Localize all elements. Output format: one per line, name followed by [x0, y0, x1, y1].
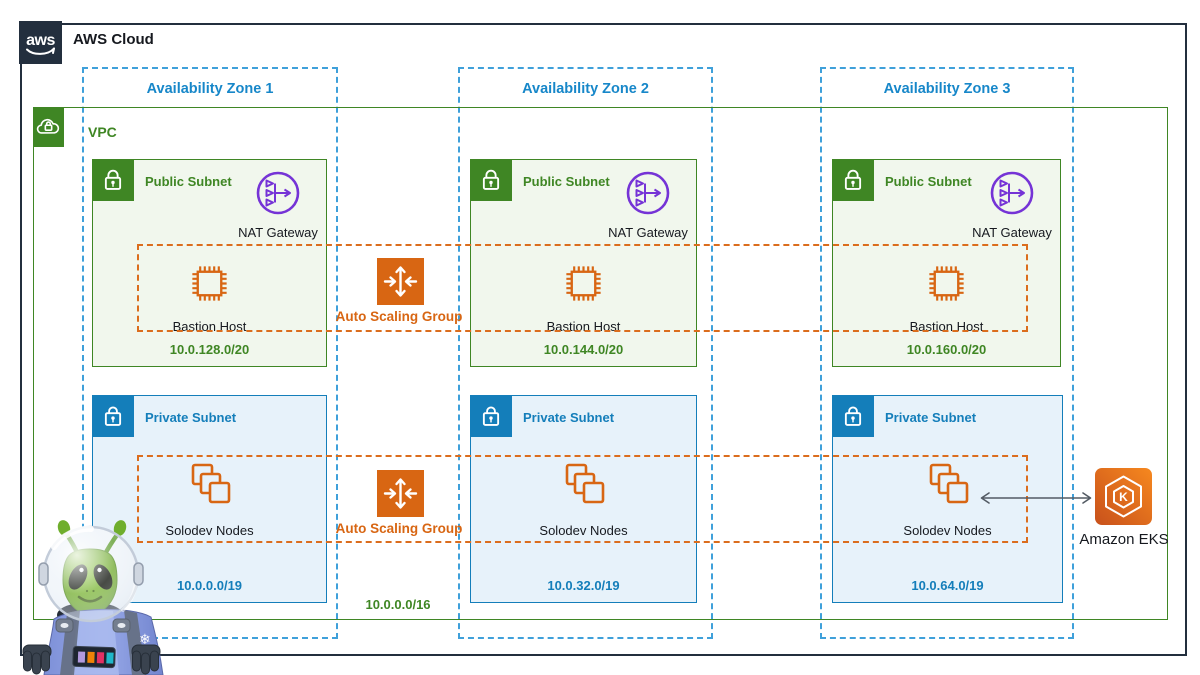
- private-subnet-az2: Private Subnet Solodev Nodes 10.0.32.0/1…: [469, 394, 697, 603]
- aws-cloud-border: [20, 23, 1187, 656]
- public-subnet-cidr: 10.0.144.0/20: [543, 342, 624, 357]
- ec2-instance-icon: [566, 266, 601, 301]
- availability-zone-1: Availability Zone 1: [82, 67, 338, 639]
- public-subnet-label: Public Subnet: [885, 173, 972, 189]
- private-subnet-cidr: 10.0.0.0/19: [176, 578, 243, 593]
- nat-gateway-label: NAT Gateway: [608, 225, 688, 240]
- solodev-nodes: Solodev Nodes: [833, 460, 1062, 538]
- aws-cloud-label: AWS Cloud: [73, 31, 154, 48]
- lock-open-icon: [831, 158, 874, 201]
- instances-stack-icon: [565, 463, 604, 504]
- mascot-hands: [22, 644, 161, 675]
- alien-astronaut-mascot: ❄: [22, 520, 164, 675]
- auto-scaling-icon: [377, 470, 424, 517]
- ec2-instance-icon: [192, 266, 227, 301]
- public-subnet-cidr: 10.0.160.0/20: [906, 342, 987, 357]
- az2-title: Availability Zone 2: [522, 81, 649, 97]
- auto-scaling-group-public-border: [137, 244, 1028, 332]
- auto-scaling-icon: [377, 258, 424, 305]
- auto-scaling-group-label: Auto Scaling Group: [335, 521, 463, 536]
- public-subnet-az3: Public Subnet NAT Gateway: [831, 158, 1061, 367]
- public-subnet-label: Public Subnet: [523, 173, 610, 189]
- solodev-nodes-label: Solodev Nodes: [539, 523, 628, 538]
- nat-gateway: NAT Gateway: [594, 170, 702, 240]
- solodev-nodes: Solodev Nodes: [93, 460, 326, 538]
- public-subnet-cidr: 10.0.128.0/20: [169, 342, 250, 357]
- az3-title: Availability Zone 3: [883, 81, 1011, 97]
- private-subnet-label: Private Subnet: [145, 409, 237, 425]
- lock-closed-icon: [469, 394, 512, 437]
- solodev-nodes-label: Solodev Nodes: [165, 523, 254, 538]
- chest-panel: [72, 645, 116, 669]
- instances-stack-icon: [929, 463, 968, 504]
- lock-closed-icon: [91, 394, 134, 437]
- nat-gateway-label: NAT Gateway: [238, 225, 318, 240]
- az1-title: Availability Zone 1: [146, 81, 274, 97]
- nat-gateway-label: NAT Gateway: [972, 225, 1052, 240]
- nat-gateway-icon: [256, 171, 300, 215]
- lock-closed-icon: [831, 394, 874, 437]
- private-subnet-label: Private Subnet: [523, 409, 615, 425]
- nat-gateway-icon: [626, 171, 670, 215]
- public-subnet-az1: Public Subnet NAT Gateway: [91, 158, 327, 367]
- private-subnet-cidr: 10.0.64.0/19: [911, 578, 984, 593]
- snowflake-emblem: ❄: [139, 632, 151, 648]
- lock-open-icon: [91, 158, 134, 201]
- instances-stack-icon: [191, 463, 230, 504]
- nat-gateway-icon: [990, 171, 1034, 215]
- solodev-nodes: Solodev Nodes: [471, 460, 696, 538]
- eks-letter: K: [1119, 490, 1128, 504]
- private-subnet-az3: Private Subnet Solodev Nodes 10.0.64.0/1…: [831, 394, 1063, 603]
- private-subnet-cidr: 10.0.32.0/19: [547, 578, 620, 593]
- auto-scaling-group-label: Auto Scaling Group: [335, 309, 463, 324]
- auto-scaling-group-private-border: [137, 455, 1028, 543]
- aws-smile-logo-icon: aws: [26, 32, 56, 55]
- public-subnet-az2: Public Subnet NAT Gateway: [469, 158, 697, 367]
- vpc-cidr: 10.0.0.0/16: [365, 597, 431, 612]
- aws-logo: aws: [19, 21, 62, 64]
- vpc-label: VPC: [88, 124, 117, 140]
- lock-open-icon: [469, 158, 512, 201]
- aws-logo-text: aws: [26, 32, 55, 49]
- public-subnet-label: Public Subnet: [145, 173, 232, 189]
- solodev-nodes-label: Solodev Nodes: [903, 523, 992, 538]
- vpc-border: [33, 107, 1168, 620]
- private-subnet-label: Private Subnet: [885, 409, 977, 425]
- availability-zone-3: Availability Zone 3: [820, 67, 1074, 639]
- nat-gateway: NAT Gateway: [224, 170, 332, 240]
- vpc-cloud-lock-icon: [33, 107, 64, 147]
- nat-gateway: NAT Gateway: [958, 170, 1066, 240]
- eks-hexagon-k-icon: K: [1095, 468, 1152, 525]
- eks-connection-arrow: [980, 492, 1092, 504]
- ec2-instance-icon: [929, 266, 964, 301]
- eks-label: Amazon EKS: [1079, 531, 1169, 548]
- availability-zone-2: Availability Zone 2: [458, 67, 713, 639]
